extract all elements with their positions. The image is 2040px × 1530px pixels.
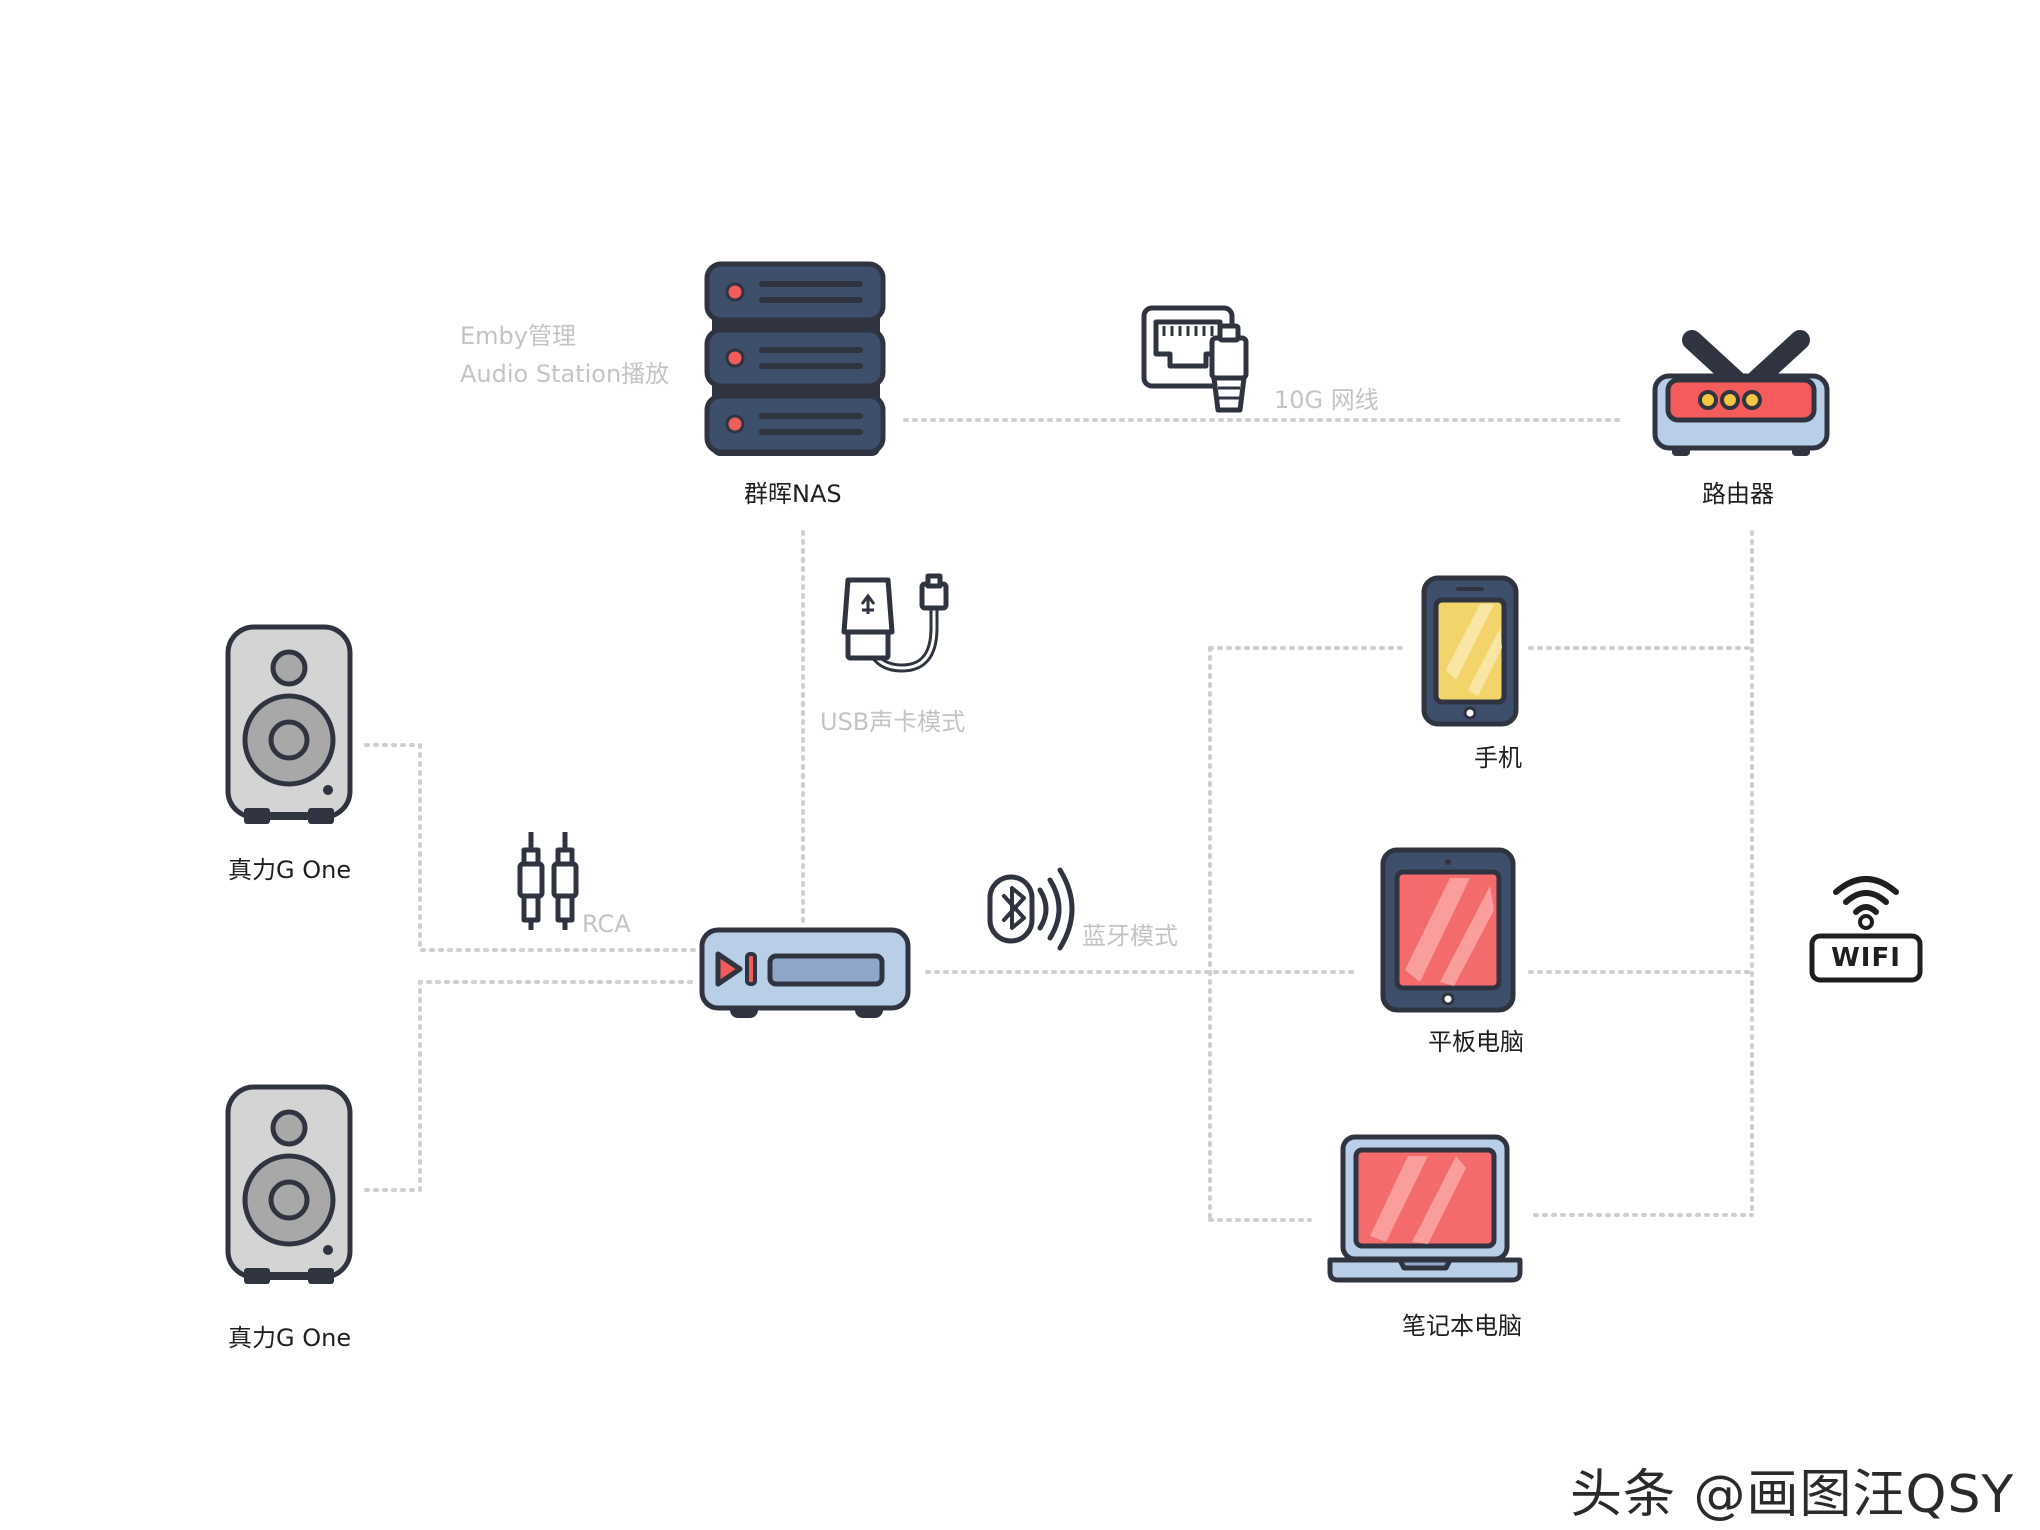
phone-label: 手机	[1474, 744, 1522, 772]
laptop-label: 笔记本电脑	[1402, 1312, 1522, 1340]
audio-station-label: Audio Station播放	[460, 360, 670, 388]
speaker-bottom-icon	[225, 1084, 353, 1284]
bluetooth-mode-label: 蓝牙模式	[1082, 922, 1178, 950]
nas-label: 群晖NAS	[744, 480, 842, 508]
rca-plugs-icon	[517, 832, 579, 930]
laptop-icon	[1327, 1134, 1523, 1283]
wifi-icon	[1809, 876, 1923, 983]
wifi-label: WIFI	[1831, 943, 1901, 973]
usb-cable-icon	[841, 573, 949, 673]
speaker-top-label: 真力G One	[228, 856, 352, 884]
rca-label: RCA	[582, 910, 631, 938]
tablet-label: 平板电脑	[1428, 1028, 1524, 1056]
watermark: 头条 @画图汪QSY	[1570, 1465, 2015, 1525]
nas-server-icon	[704, 261, 886, 456]
router-label: 路由器	[1702, 480, 1774, 508]
wire-speaker-bottom-player	[364, 980, 697, 1192]
ten-g-cable-label: 10G 网线	[1274, 386, 1379, 414]
ethernet-port-icon	[1141, 305, 1249, 413]
speaker-top-icon	[225, 624, 353, 824]
usb-mode-label: USB声卡模式	[820, 708, 966, 736]
bluetooth-icon	[987, 867, 1075, 951]
emby-label: Emby管理	[460, 322, 576, 350]
router-icon	[1652, 330, 1830, 456]
phone-icon	[1421, 575, 1519, 727]
media-player-icon	[699, 927, 911, 1018]
tablet-icon	[1380, 847, 1516, 1013]
speaker-bottom-label: 真力G One	[228, 1324, 352, 1352]
wires	[364, 418, 1754, 1222]
wire-speaker-top-player	[364, 743, 697, 952]
